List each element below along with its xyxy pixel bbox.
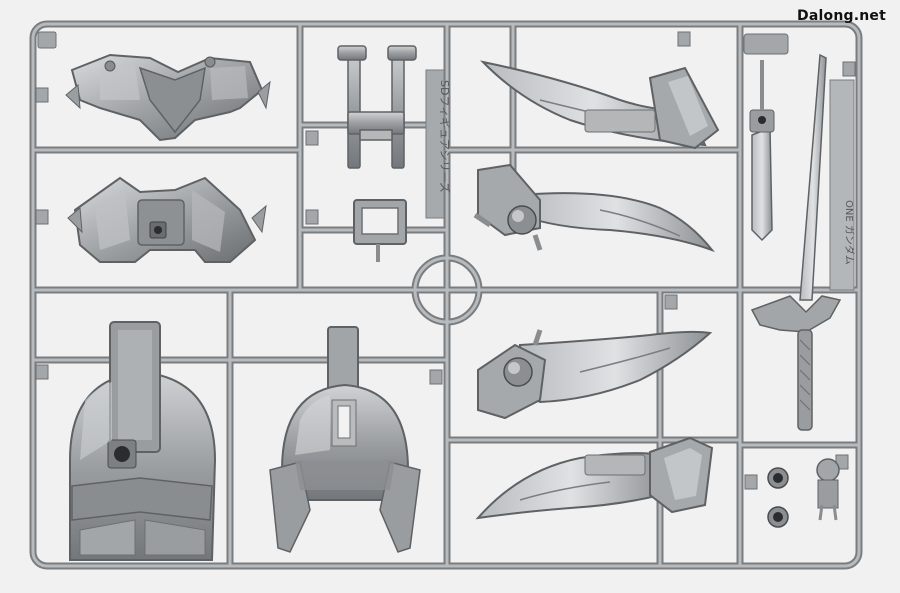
blade-1 <box>480 60 720 150</box>
small-joint-parts <box>767 458 840 528</box>
square-frame <box>353 199 407 262</box>
shoulder-armor-bottom <box>67 176 267 263</box>
blade-4 <box>475 436 714 520</box>
blade-3 <box>477 329 713 420</box>
watermark-text: Dalong.net <box>797 8 886 24</box>
small-helmet <box>269 326 421 553</box>
sprue-vertical-label: SDフィギュアシリーズ <box>425 69 452 219</box>
large-helmet <box>69 321 217 561</box>
shoulder-armor-top <box>65 53 271 142</box>
h-bracket <box>337 45 417 169</box>
sprue-right-label: ONE ガンダム <box>843 200 856 265</box>
katana-sword: ONE ガンダム <box>750 53 856 431</box>
short-dagger <box>749 60 775 242</box>
blade-2 <box>473 163 715 253</box>
sprue-label-text: SDフィギュアシリーズ <box>438 80 452 193</box>
